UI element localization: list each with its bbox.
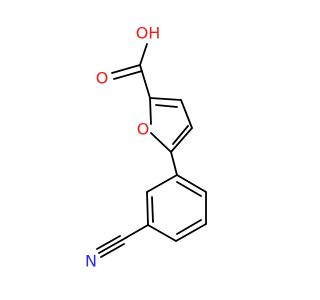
atom-o-ring: O <box>137 120 150 139</box>
bond-benz-3 <box>147 224 177 242</box>
bond-benz-6-inner <box>176 181 202 197</box>
atom-oh: OH <box>136 24 161 43</box>
bond-furan-phenyl <box>170 151 178 176</box>
bond-c-oh <box>139 43 148 66</box>
atom-labels: OH O O N <box>85 24 160 271</box>
bond-triple-2 <box>96 235 121 250</box>
bond-benz-4 <box>175 223 207 242</box>
bond-benz-cn <box>121 224 149 241</box>
bond-benz-4-inner <box>176 219 202 235</box>
bond-triple-3 <box>100 243 125 258</box>
bond-furan-c2-o <box>149 97 152 125</box>
bond-benz-6 <box>176 174 207 193</box>
bond-cooh-ring <box>139 64 151 99</box>
bond-furan-c4-c3 <box>180 99 193 129</box>
bond-benz-2-inner <box>151 196 154 223</box>
bond-benz-1 <box>146 174 178 193</box>
bond-furan-c3-c2 <box>149 97 182 101</box>
bond-c-o-double-a <box>111 64 141 74</box>
molecule-diagram: OH O O N <box>85 24 207 271</box>
bond-c-o-double-b <box>113 70 143 80</box>
bond-furan-c5-c4 <box>170 127 193 153</box>
bond-furan-c4-c4-inner <box>172 125 189 145</box>
bond-triple-1 <box>98 239 123 254</box>
atom-o-carbonyl: O <box>96 69 109 88</box>
bond-benz-2 <box>146 191 149 226</box>
bond-furan-c3-c2-inner <box>155 104 178 108</box>
bonds <box>96 43 207 258</box>
bond-furan-o-c5 <box>150 132 172 153</box>
atom-n-nitrile: N <box>85 252 97 271</box>
